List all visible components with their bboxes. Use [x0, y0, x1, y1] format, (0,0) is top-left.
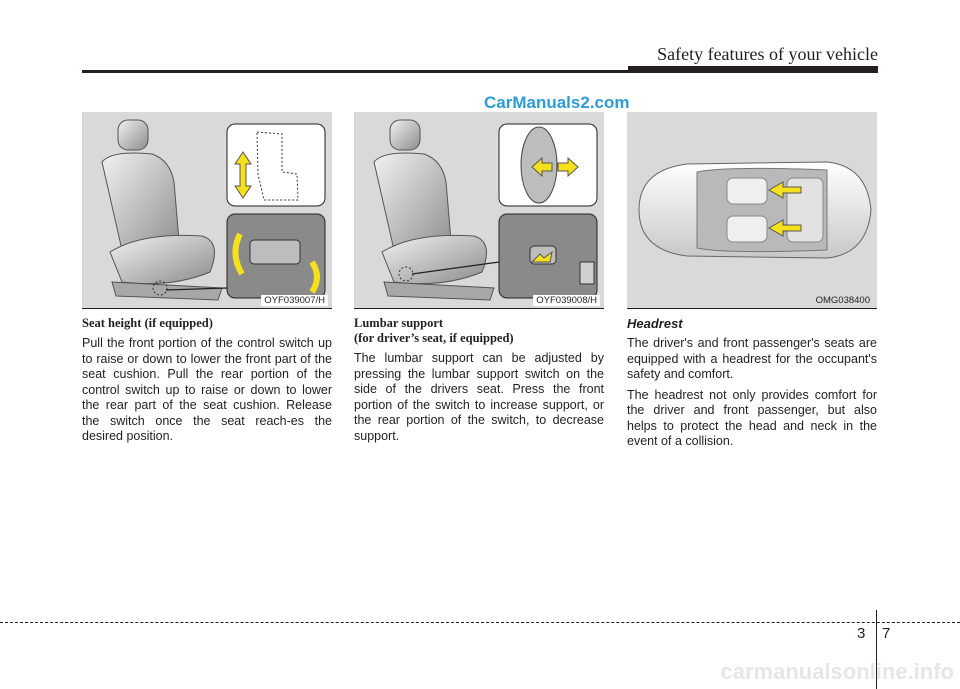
lumbar-support-section: Lumbar support (for driver’s seat, if eq… [354, 316, 604, 444]
watermark-link[interactable]: CarManuals2.com [484, 93, 630, 112]
chapter-number: 3 [857, 625, 866, 642]
seat-height-body: Pull the front portion of the control sw… [82, 336, 332, 443]
figure-rule [627, 308, 877, 309]
page-number-separator [876, 610, 877, 689]
headrest-body-2: The headrest not only provides comfort f… [627, 387, 877, 449]
header-rule [82, 66, 878, 73]
lumbar-subheading: (for driver’s seat, if equipped) [354, 331, 514, 345]
figure-rule [82, 308, 332, 309]
headrest-body-1: The driver's and front passenger's seats… [627, 336, 877, 381]
figure-code: OMG038400 [815, 295, 870, 306]
headrest-heading: Headrest [627, 316, 683, 331]
lumbar-heading: Lumbar support [354, 316, 444, 330]
car-top-view-icon [638, 161, 872, 259]
seat-height-section: Seat height (if equipped) Pull the front… [82, 316, 332, 445]
seat-icon [373, 119, 598, 301]
lumbar-support-illustration: OYF039008/H [354, 112, 604, 308]
seat-height-heading: Seat height (if equipped) [82, 316, 213, 330]
footer-rule [0, 622, 960, 623]
seat-icon [101, 119, 326, 301]
page-number: 7 [882, 625, 891, 642]
seat-height-illustration: OYF039007/H [82, 112, 332, 308]
headrest-section: Headrest The driver's and front passenge… [627, 316, 877, 450]
figure-code: OYF039008/H [533, 295, 600, 306]
footer-watermark: carmanualsonline.info [720, 659, 955, 684]
figure-code: OYF039007/H [261, 295, 328, 306]
headrest-car-illustration: OMG038400 [627, 112, 877, 308]
lumbar-body: The lumbar support can be adjusted by pr… [354, 351, 604, 443]
figure-rule [354, 308, 604, 309]
section-title: Safety features of your vehicle [657, 44, 878, 64]
